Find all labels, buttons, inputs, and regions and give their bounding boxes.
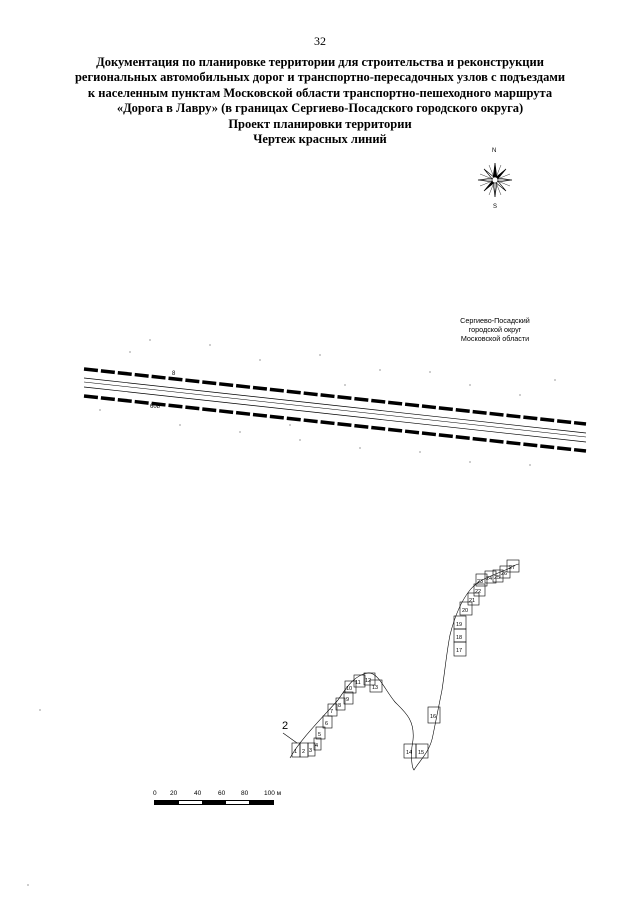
red-line-bottom [83,394,587,453]
svg-text:25: 25 [494,575,500,581]
document-title: Документация по планировке территории дл… [60,55,580,147]
page-number: 32 [314,34,326,48]
title-line-6: Чертеж красных линий [253,132,387,147]
svg-text:5: 5 [318,732,321,738]
title-line-1: Документация по планировке территории дл… [96,55,544,69]
svg-text:7: 7 [330,709,333,715]
sheet-20: 20 [459,601,473,616]
title-line-2: региональных автомобильных дорог и транс… [74,70,566,85]
road-corridor: 8 608 [83,367,587,453]
scale-tick-0: 0 [153,790,157,797]
svg-text:11: 11 [355,680,361,686]
sheet-grid: 1 2 3 4 5 6 7 8 9 10 11 12 13 14 15 16 1… [291,559,520,759]
svg-text:22: 22 [475,589,481,595]
compass-north-label: N [492,148,497,154]
road-edge-2 [83,381,587,438]
svg-text:1: 1 [294,749,297,755]
road-edge-1 [83,377,587,434]
svg-text:8: 8 [338,703,341,709]
svg-text:26: 26 [501,571,507,577]
sheet-19: 19 [453,615,467,630]
svg-text:23: 23 [477,579,483,585]
svg-text:13: 13 [372,685,378,691]
sheet-21: 21 [467,592,480,606]
sheet-17: 17 [453,641,467,657]
sheet-25: 25 [492,569,504,583]
sheet-3: 3 [307,742,316,757]
sheet-12: 12 [363,672,376,686]
road-edge-3 [83,386,587,443]
scale-bar-graphic [154,800,274,805]
scale-tick-100: 100 м [264,790,282,797]
sheet-16: 16 [427,706,441,724]
svg-text:14: 14 [406,750,412,756]
svg-text:15: 15 [418,750,424,756]
svg-text:9: 9 [346,697,349,703]
sheet-14: 14 [403,743,417,759]
sheet-5: 5 [315,726,326,740]
scale-tick-40: 40 [194,790,202,797]
title-line-5: Проект планировки территории [228,116,412,131]
svg-text:16: 16 [430,714,436,720]
title-line-3: к населенным пунктам Московской области … [87,85,553,100]
sheet-15: 15 [415,743,429,759]
road-label-bottom: 608 [150,404,161,410]
sheet-23: 23 [475,573,488,587]
svg-text:18: 18 [456,635,462,641]
svg-text:2: 2 [302,749,305,755]
sheet-13: 13 [369,679,383,693]
scale-tick-20: 20 [170,790,178,797]
sheet-18: 18 [453,628,467,643]
sheet-8: 8 [335,697,346,711]
sheet-2: 2 [299,742,309,758]
title-line-4: «Дорога в Лавру» (в границах Сергиево-По… [116,101,524,116]
district-label: Сергиево-Посадский городской округ Моско… [440,316,550,343]
road-label-top: 8 [172,371,176,377]
svg-text:12: 12 [365,678,371,684]
sheet-9: 9 [343,691,354,705]
scale-tick-60: 60 [218,790,226,797]
svg-text:20: 20 [462,608,468,614]
callout-leader [282,732,298,744]
sheet-11: 11 [353,674,366,688]
svg-text:4: 4 [315,743,318,749]
callout-label: 2 [282,720,288,732]
svg-text:21: 21 [469,598,475,604]
svg-text:3: 3 [309,748,312,754]
district-line-3: Московской области [460,334,530,343]
sheet-24: 24 [484,570,497,584]
svg-text:10: 10 [346,686,352,692]
red-line-top [83,367,587,426]
sheet-6: 6 [322,715,333,729]
svg-text:27: 27 [509,565,515,571]
survey-points [27,339,556,886]
sheet-27: 27 [506,559,520,573]
scale-bar: 0 20 40 60 80 100 м [150,790,282,812]
svg-text:19: 19 [456,622,462,628]
sheet-4: 4 [313,737,322,751]
scale-tick-80: 80 [241,790,249,797]
svg-text:6: 6 [325,721,328,727]
district-line-2: городской округ [468,325,522,334]
sheet-22: 22 [473,583,486,597]
svg-text:17: 17 [456,648,462,654]
compass-south-label: S [493,204,498,210]
district-line-1: Сергиево-Посадский [460,316,530,325]
svg-text:24: 24 [486,576,492,582]
compass-rose-icon: N S [477,148,513,212]
